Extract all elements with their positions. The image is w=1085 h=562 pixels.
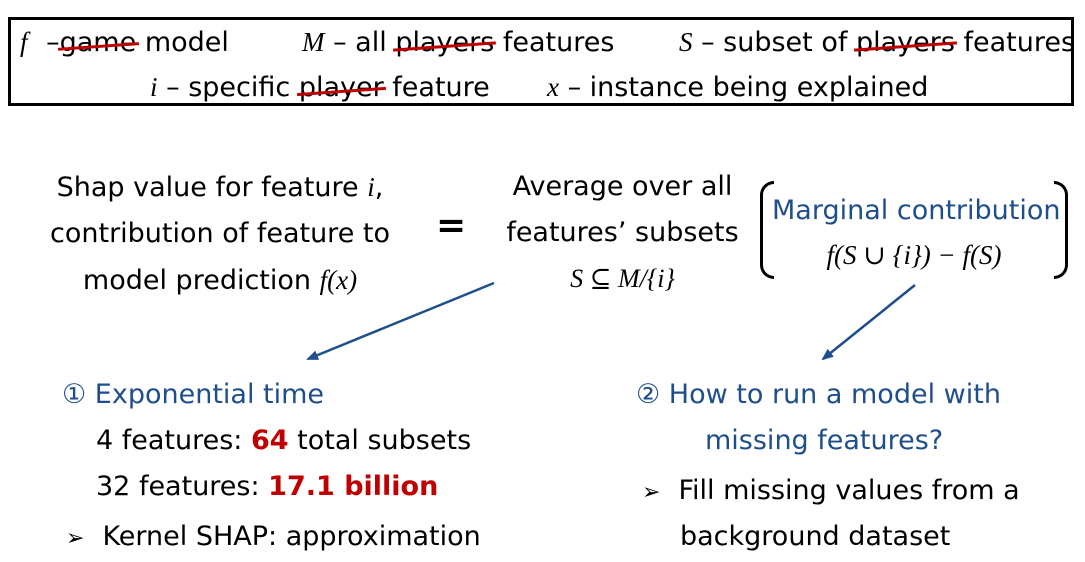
point2-heading-line2: missing features?	[705, 425, 944, 456]
shap-line-2: contribution of feature to	[50, 218, 390, 249]
legend-M-struck: players	[395, 27, 495, 58]
legend-i-symbol: i	[150, 72, 158, 102]
point2-heading-line1: ② How to run a model with	[636, 379, 1001, 410]
point1-heading: ① Exponential time	[62, 379, 325, 410]
legend-i-rest: feature	[392, 72, 490, 103]
shap-line-3: model prediction f(x)	[82, 265, 358, 296]
legend-S: S – subset of players features	[679, 27, 1075, 58]
legend-f: f –game model	[20, 27, 229, 58]
subset-math: S ⊆ M/{i}	[570, 264, 675, 293]
arrow-to-missing-features	[821, 284, 916, 361]
shap-definition: Shap value for feature i, contribution o…	[40, 164, 400, 304]
legend-f-struck: game	[59, 27, 137, 58]
point1-bullet: ➢Kernel SHAP: approximation	[66, 521, 481, 552]
legend-S-rest: features	[963, 27, 1076, 58]
average-line-1: Average over all	[512, 171, 733, 202]
legend-M-symbol: M	[302, 27, 325, 57]
legend-f-dash: –	[46, 27, 60, 58]
bullet-arrow-icon: ➢	[66, 526, 85, 551]
legend-i: i – specific player feature	[150, 72, 490, 103]
legend-i-struck: player	[298, 72, 384, 103]
marginal-title: Marginal contribution	[772, 195, 1061, 226]
left-bracket	[760, 181, 774, 279]
legend-box	[8, 17, 1074, 106]
average-over-subsets: Average over all features’ subsets S ⊆ M…	[495, 164, 750, 302]
legend-i-dash: – specific	[166, 72, 291, 103]
legend-M: M – all players features	[302, 27, 614, 58]
legend-M-dash: – all	[333, 27, 387, 58]
point2-bullet-line2: background dataset	[680, 521, 951, 552]
legend-S-dash: – subset of	[701, 27, 848, 58]
legend-M-rest: features	[502, 27, 615, 58]
shap-line-1: Shap value for feature i,	[56, 172, 384, 203]
point2-bullet: ➢Fill missing values from a	[642, 475, 1020, 506]
legend-x-dash: – instance being explained	[567, 72, 929, 103]
legend-f-rest: model	[144, 27, 229, 58]
legend-x-symbol: x	[547, 72, 559, 102]
bullet-arrow-icon: ➢	[642, 480, 661, 505]
equals-sign: =	[436, 205, 467, 246]
legend-x: x – instance being explained	[547, 72, 928, 103]
average-line-2: features’ subsets	[506, 217, 739, 248]
point1-line2: 32 features: 17.1 billion	[96, 471, 439, 502]
point1-line1: 4 features: 64 total subsets	[96, 425, 472, 456]
marginal-math: f(S ∪ {i}) − f(S)	[826, 240, 1002, 270]
legend-f-symbol: f	[20, 27, 28, 57]
legend-S-struck: players	[855, 27, 955, 58]
legend-S-symbol: S	[679, 27, 693, 57]
